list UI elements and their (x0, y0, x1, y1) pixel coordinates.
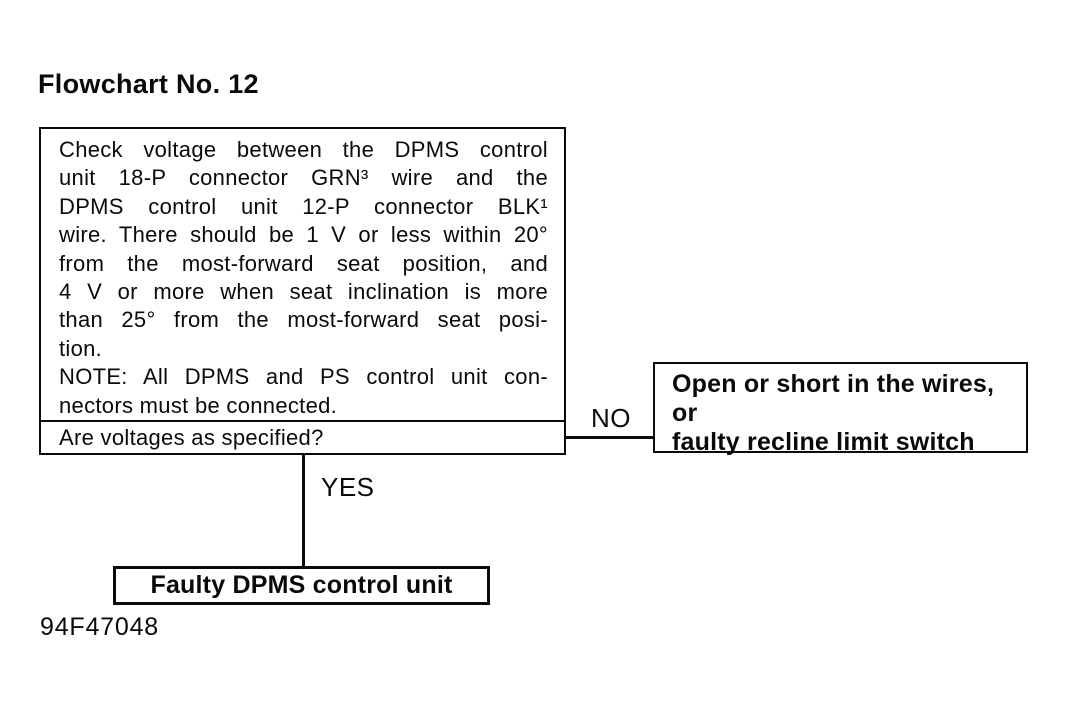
check-text-line: NOTE: All DPMS and PS control unit con- (59, 364, 548, 390)
check-instruction-box: Check voltage between the DPMS control u… (39, 127, 566, 455)
no-connector-line (566, 436, 653, 439)
check-text-line: from the most-forward seat position, and (59, 250, 548, 276)
check-text-line: unit 18-P connector GRN³ wire and the (59, 165, 548, 191)
yes-result-text: Faulty DPMS control unit (150, 571, 453, 599)
no-branch-label: NO (591, 403, 631, 433)
page-title: Flowchart No. 12 (38, 69, 259, 99)
check-text-line: than 25° from the most-forward seat posi… (59, 307, 548, 333)
check-instruction-text: Check voltage between the DPMS control u… (41, 129, 564, 420)
check-text-line: nectors must be connected. (59, 392, 338, 418)
no-result-line: Open or short in the wires, or (672, 370, 995, 427)
figure-code: 94F47048 (40, 613, 159, 641)
yes-result-box: Faulty DPMS control unit (113, 566, 490, 605)
no-result-line: faulty recline limit switch (672, 428, 975, 456)
check-text-line: Check voltage between the DPMS control (59, 137, 548, 162)
check-text-line: tion. (59, 335, 103, 361)
check-text-line: wire. There should be 1 V or less within… (59, 222, 548, 248)
yes-branch-label: YES (321, 472, 375, 502)
question-box: Are voltages as specified? (41, 420, 564, 453)
check-text-line: DPMS control unit 12-P connector BLK¹ (59, 193, 548, 219)
check-text-line: 4 V or more when seat inclination is mor… (59, 279, 548, 305)
no-result-box: Open or short in the wires, or faulty re… (653, 362, 1028, 456)
yes-connector-line (302, 455, 305, 567)
question-text: Are voltages as specified? (59, 424, 324, 450)
